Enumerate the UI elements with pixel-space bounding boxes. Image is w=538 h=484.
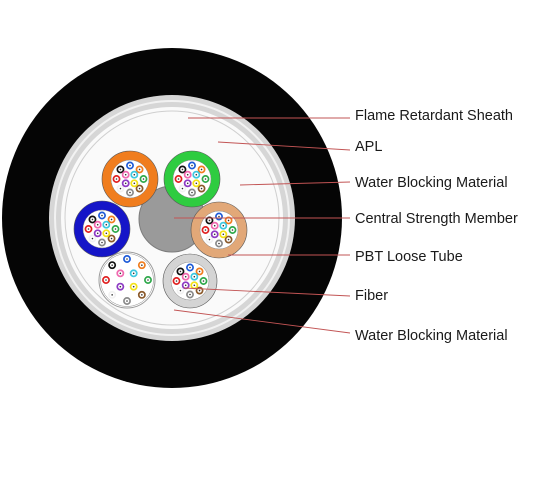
fiber-core — [124, 182, 127, 185]
fiber-core — [218, 242, 220, 245]
fiber-core — [101, 241, 103, 244]
loose-tube-white — [98, 251, 156, 309]
fiber-core — [195, 182, 198, 185]
label-flame-retardant-sheath: Flame Retardant Sheath — [355, 108, 513, 124]
fiber-core — [126, 258, 128, 260]
fiber-core — [147, 279, 149, 281]
label-central-strength-member: Central Strength Member — [355, 211, 518, 227]
fiber-core — [198, 289, 201, 292]
fiber-core — [189, 293, 191, 296]
fiber-core — [231, 229, 234, 231]
fiber-core — [184, 284, 187, 287]
fiber-core — [119, 168, 122, 171]
fiber-core — [179, 289, 182, 292]
fiber-core — [141, 264, 143, 266]
fiber-core — [133, 182, 136, 185]
fiber-core — [114, 228, 117, 230]
fiber-core — [119, 285, 122, 288]
fiber-core — [91, 218, 94, 221]
fiber-core — [193, 275, 196, 278]
fiber-core — [191, 191, 193, 194]
fiber-core — [87, 228, 90, 230]
fiber-core — [138, 187, 141, 190]
label-fiber: Fiber — [355, 288, 388, 304]
leader-line-water-blocking-outer — [239, 181, 351, 186]
fiber-core — [110, 237, 113, 240]
fiber-core — [195, 173, 198, 176]
fiber-core — [198, 270, 201, 273]
fiber-core — [175, 280, 178, 282]
fiber-core — [132, 285, 135, 288]
label-pbt-loose-tube: PBT Loose Tube — [355, 249, 463, 265]
fiber-core — [208, 238, 211, 241]
loose-tube-gray — [162, 253, 218, 309]
fiber-core — [181, 187, 184, 190]
fiber-core — [142, 178, 145, 180]
leader-line-water-blocking-inner — [173, 309, 351, 334]
fiber-core — [213, 233, 216, 236]
fiber-core — [184, 275, 187, 278]
fiber-core — [119, 187, 122, 190]
fiber-core — [119, 272, 122, 275]
fiber-core — [129, 164, 131, 167]
label-water-blocking-material-outer: Water Blocking Material — [355, 175, 508, 191]
fiber-core — [96, 232, 99, 235]
fiber-core — [111, 294, 113, 296]
fiber-core — [111, 264, 113, 266]
fiber-core — [186, 182, 189, 185]
fiber-core — [202, 280, 205, 282]
fiber-core — [204, 229, 207, 231]
fiber-core — [227, 238, 230, 241]
fiber-core — [138, 168, 141, 171]
leader-line-apl — [217, 141, 351, 151]
fiber-core — [110, 218, 113, 221]
fiber-core — [132, 272, 135, 275]
fiber-core — [124, 173, 127, 176]
fiber-core — [222, 233, 225, 236]
fiber-core — [179, 270, 182, 273]
fiber-core — [186, 173, 189, 176]
fiber-core — [141, 294, 143, 296]
fiber-core — [133, 173, 136, 176]
leader-line-fiber — [183, 287, 351, 297]
label-water-blocking-material-inner: Water Blocking Material — [355, 328, 508, 344]
fiber-core — [204, 178, 207, 180]
loose-tube-tan — [190, 201, 248, 259]
fiber-core — [181, 168, 184, 171]
fiber-core — [126, 300, 128, 302]
fiber-core — [193, 284, 196, 287]
fiber-core — [105, 232, 108, 235]
fiber-core — [115, 178, 118, 180]
fiber-core — [189, 266, 191, 269]
label-apl: APL — [355, 139, 382, 155]
fiber-core — [129, 191, 131, 194]
fiber-core — [105, 223, 108, 226]
fiber-core — [177, 178, 180, 180]
fiber-core — [222, 224, 225, 227]
fiber-core — [218, 215, 220, 218]
loose-tube-orange — [101, 150, 159, 208]
fiber-core — [191, 164, 193, 167]
fiber-core — [91, 237, 94, 240]
fiber-core — [208, 219, 211, 222]
loose-tube-blue — [73, 200, 131, 258]
fiber-core — [101, 214, 103, 217]
fiber-core — [227, 219, 230, 222]
fiber-core — [96, 223, 99, 226]
fiber-core — [200, 187, 203, 190]
fiber-core — [213, 224, 216, 227]
fiber-core — [200, 168, 203, 171]
fiber-core — [105, 279, 107, 281]
loose-tube-green — [163, 150, 221, 208]
